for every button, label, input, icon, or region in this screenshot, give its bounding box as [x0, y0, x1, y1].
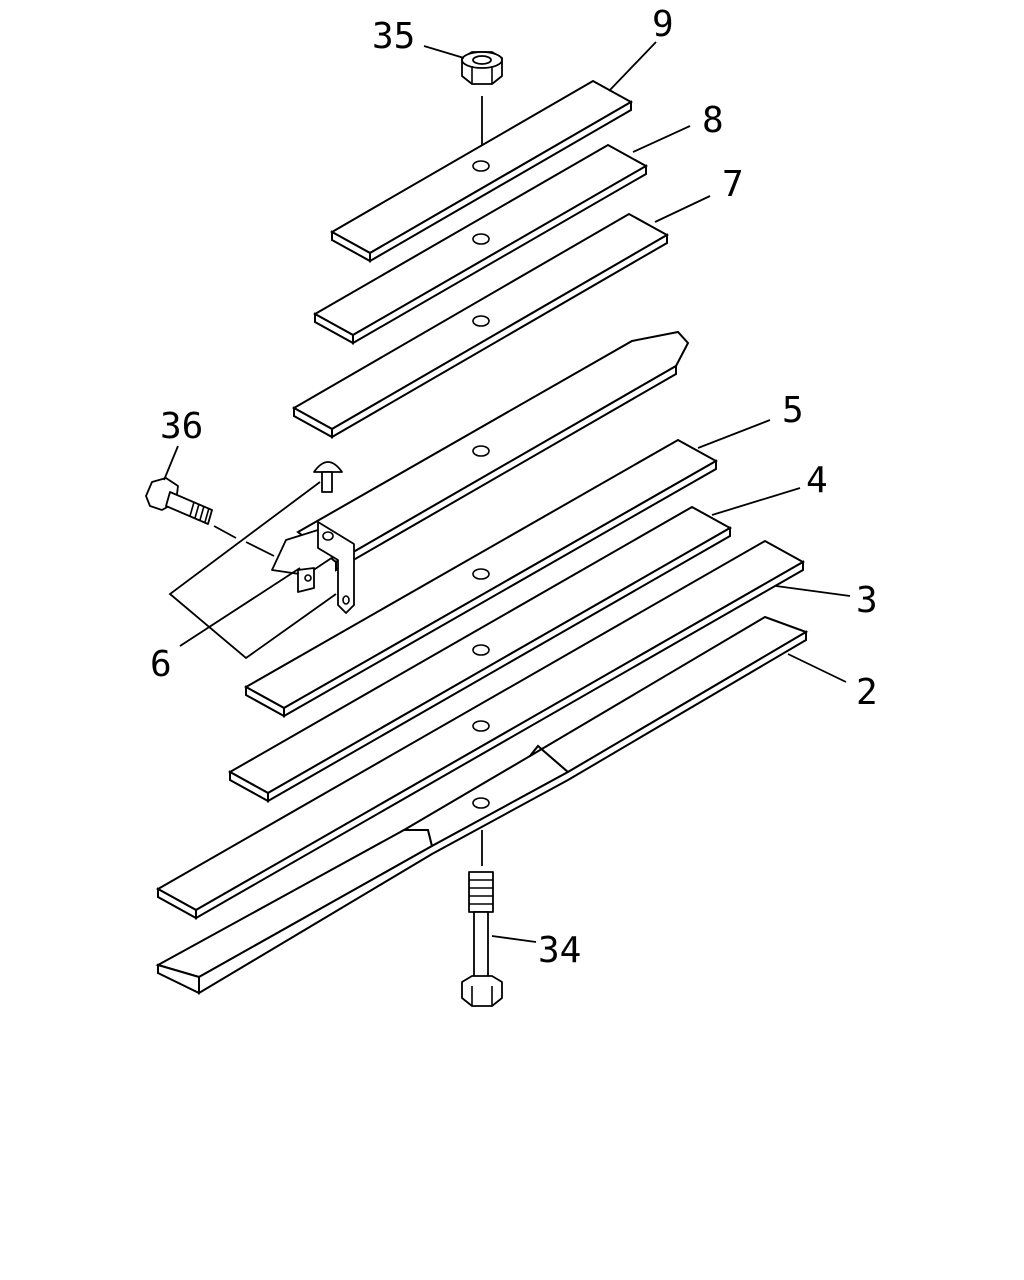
center-hole [472, 315, 490, 327]
center-hole [472, 568, 490, 580]
leader-7 [654, 195, 711, 223]
leader-6 [179, 567, 301, 647]
bolt-36-axis [213, 525, 237, 539]
leader-4 [711, 487, 801, 516]
bolt-34 [461, 871, 503, 1007]
main-leaf-with-clip [296, 330, 690, 572]
assembly-guide-lines [168, 481, 337, 660]
leader-8 [632, 125, 691, 153]
leaf-2 [155, 615, 809, 995]
center-hole [472, 797, 490, 809]
callout-2: 2 [856, 672, 878, 713]
leader-5 [697, 419, 771, 449]
center-hole [472, 445, 490, 457]
leaf-5 [243, 438, 719, 718]
center-hole [472, 644, 490, 656]
callout-9: 9 [652, 4, 674, 45]
callout-34: 34 [538, 930, 581, 971]
leaf-4 [227, 505, 733, 803]
callout-6: 6 [150, 644, 172, 685]
bolt-36 [145, 477, 213, 525]
leader-3 [775, 585, 851, 597]
center-hole [472, 160, 490, 172]
leader-9 [608, 41, 657, 92]
center-hole [472, 720, 490, 732]
callout-5: 5 [782, 390, 804, 431]
leaf-3 [155, 539, 806, 920]
leaf-9 [329, 79, 634, 263]
callout-4: 4 [806, 460, 828, 501]
leaf-7 [291, 212, 670, 439]
nut-35 [461, 51, 503, 85]
callout-3: 3 [856, 580, 878, 621]
leader-2 [787, 653, 847, 683]
center-hole [472, 233, 490, 245]
callout-8: 8 [702, 100, 724, 141]
callout-35: 35 [372, 16, 415, 57]
callout-7: 7 [722, 164, 744, 205]
rebound-clip-6 [271, 521, 355, 614]
callout-36: 36 [160, 406, 203, 447]
leader-36 [163, 445, 179, 481]
leader-35 [423, 45, 465, 59]
rivet [313, 461, 343, 493]
bolt-36-axis [245, 541, 275, 557]
leaf-8 [312, 143, 649, 345]
leader-34 [491, 935, 537, 943]
